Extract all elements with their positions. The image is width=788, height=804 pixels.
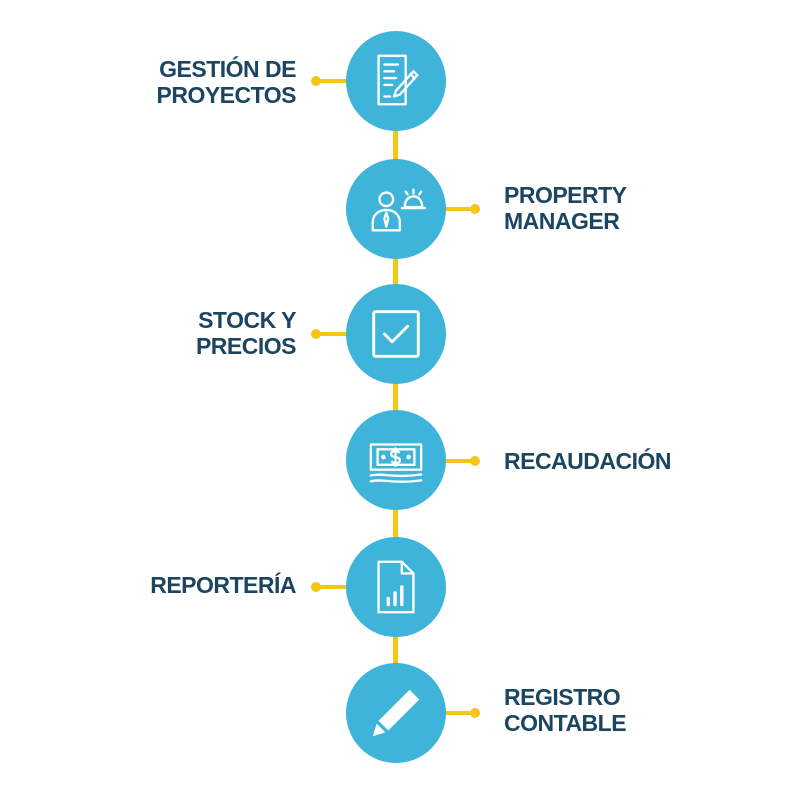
step-label-line: MANAGER [504, 208, 620, 234]
step-label-line: REPORTERÍA [150, 572, 296, 598]
step-node [346, 537, 446, 637]
step-label: GESTIÓN DE PROYECTOS [157, 56, 297, 108]
step-node [346, 31, 446, 131]
step-label: RECAUDACIÓN [504, 448, 672, 474]
step-node [346, 284, 446, 384]
connector-line [316, 332, 362, 336]
step-label-line: PROPERTY [504, 182, 627, 208]
timeline-spine [393, 80, 398, 710]
step-label-line: STOCK Y [198, 307, 296, 333]
connector-line [430, 459, 476, 463]
step-label: REGISTRO CONTABLE [504, 684, 627, 736]
banknote-icon [369, 443, 423, 483]
step-label-line: REGISTRO [504, 684, 621, 710]
step-label-line: GESTIÓN DE [159, 56, 296, 82]
checkbox-icon [372, 310, 420, 358]
connector-dot [311, 76, 321, 86]
connector-line [430, 711, 476, 715]
connector-dot [311, 329, 321, 339]
manager-bell-icon [371, 188, 427, 232]
step-label-line: PROYECTOS [156, 82, 297, 108]
connector-line [316, 79, 362, 83]
step-label-line: CONTABLE [504, 710, 627, 736]
connector-dot [311, 582, 321, 592]
connector-line [430, 207, 476, 211]
connector-line [316, 585, 362, 589]
connector-dot [470, 708, 480, 718]
step-label-line: PRECIOS [195, 333, 297, 359]
step-label: STOCK Y PRECIOS [195, 307, 297, 359]
pencil-icon [372, 689, 420, 737]
connector-dot [470, 204, 480, 214]
step-node [346, 159, 446, 259]
step-label-line: RECAUDACIÓN [504, 448, 672, 474]
document-edit-icon [377, 54, 419, 106]
report-chart-icon [377, 560, 415, 614]
step-label: PROPERTY MANAGER [504, 182, 627, 234]
connector-dot [470, 456, 480, 466]
step-node [346, 410, 446, 510]
step-label: REPORTERÍA [150, 572, 296, 598]
step-node [346, 663, 446, 763]
